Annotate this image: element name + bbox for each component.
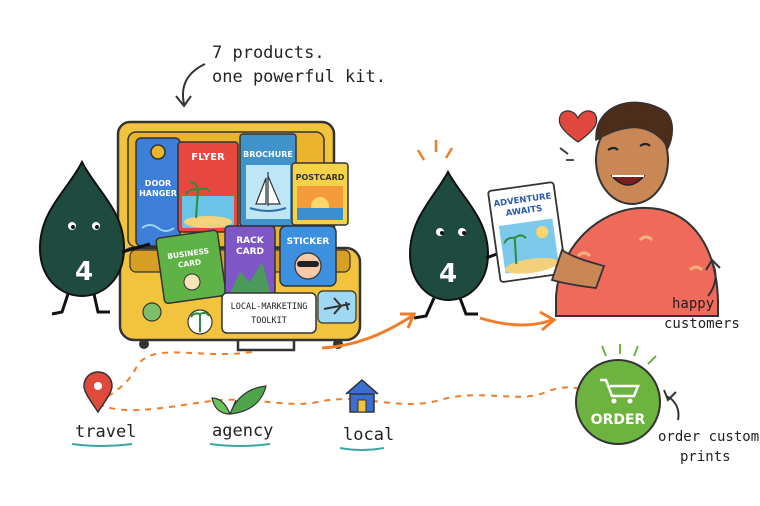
map-pin-icon <box>83 371 113 414</box>
happy-arrow <box>707 261 717 297</box>
mascot-right: 4 <box>408 140 509 320</box>
suitcase-handle <box>236 340 296 352</box>
order-button-label: ORDER <box>591 412 646 428</box>
order-arrow <box>665 395 680 421</box>
agency-label: agency <box>212 421 273 441</box>
suitcase: DOOR HANGER FLYER BROCHURE POSTCARD <box>116 120 362 352</box>
business-card: BUSINESS CARD <box>155 229 227 305</box>
travel-underline <box>71 443 133 447</box>
postcard-label: POSTCARD <box>296 173 345 182</box>
airplane-icon <box>317 290 357 324</box>
local-label: local <box>343 425 394 445</box>
agency-underline <box>209 443 271 447</box>
sticker-label: STICKER <box>287 237 330 247</box>
happy-label-2: customers <box>664 316 740 332</box>
mascot-left: 4 <box>38 159 151 316</box>
travel-label: travel <box>75 422 136 442</box>
order-rays <box>601 344 657 365</box>
toolkit-label-1: LOCAL-MARKETING <box>231 302 308 312</box>
tagline-arrow <box>182 63 206 105</box>
sticker: STICKER <box>279 225 337 287</box>
excitement-marks <box>416 140 454 161</box>
toolkit-label-2: TOOLKIT <box>251 316 287 326</box>
brochure-label: BROCHURE <box>243 150 293 159</box>
leaf-icon <box>211 385 267 415</box>
palm-sticker <box>187 309 213 335</box>
flyer-label: FLYER <box>191 152 225 163</box>
tagline-line2: one powerful kit. <box>212 67 386 87</box>
postcard: POSTCARD <box>291 162 349 226</box>
route-path <box>97 351 589 412</box>
palm-icon <box>185 181 211 219</box>
order-caption-2: prints <box>680 449 731 465</box>
cart-icon <box>600 378 640 404</box>
door-hanger: DOOR HANGER <box>135 137 181 247</box>
tagline: 7 products. one powerful kit. <box>212 43 386 87</box>
mascot-right-number: 4 <box>439 259 457 289</box>
tagline-line1: 7 products. <box>212 43 325 63</box>
toolkit-tag <box>221 292 317 334</box>
flyer: FLYER <box>177 141 239 233</box>
arrow-suitcase-to-mascot <box>321 314 413 350</box>
rack-card-label-1: RACK <box>236 236 265 246</box>
brochure: BROCHURE <box>239 133 297 227</box>
mascot-left-number: 4 <box>75 257 93 287</box>
house-icon <box>345 379 379 413</box>
rack-card-label-2: CARD <box>236 247 264 257</box>
arrow-mascot-to-customer <box>479 316 553 327</box>
heart-icon <box>558 110 598 143</box>
held-flyer: ADVENTURE AWAITS <box>487 181 567 283</box>
rack-card: RACK CARD <box>224 225 276 303</box>
door-hanger-label-2: HANGER <box>139 189 177 198</box>
happy-label-1: happy <box>672 296 714 312</box>
tagline-arrow-head <box>175 95 192 108</box>
order-caption-1: order custom <box>658 429 759 445</box>
globe-sticker <box>142 302 162 322</box>
local-underline <box>339 447 385 451</box>
door-hanger-label-1: DOOR <box>145 179 171 188</box>
happy-customer <box>550 101 719 317</box>
business-card-label-2: CARD <box>177 257 201 269</box>
order-button[interactable]: ORDER <box>575 359 661 445</box>
